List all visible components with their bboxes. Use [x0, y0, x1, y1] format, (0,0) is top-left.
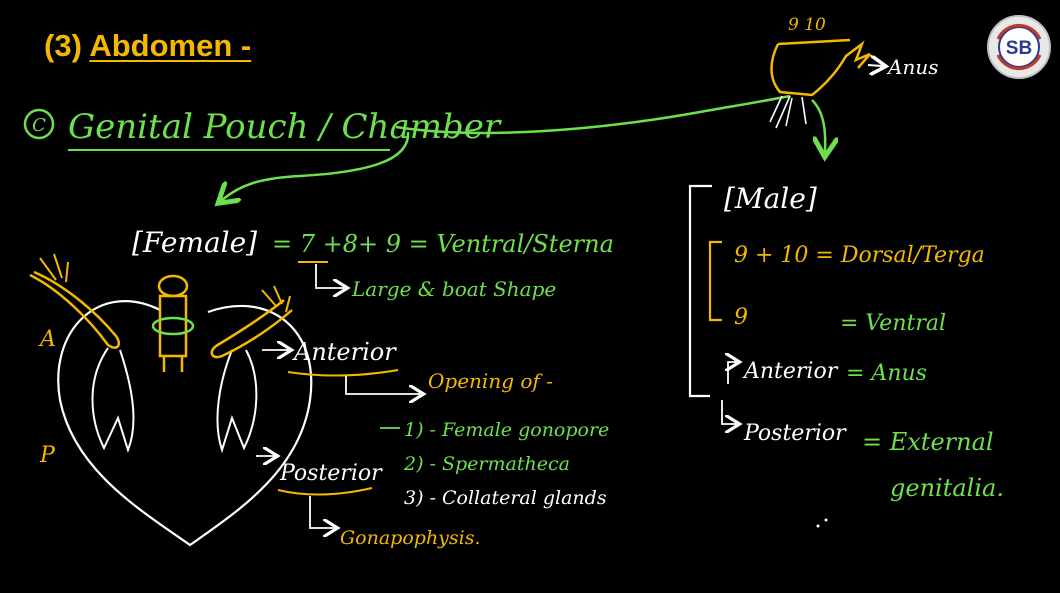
side-a-label: A — [38, 327, 56, 352]
abdomen-tip-sketch: 9 10 Anus — [769, 15, 938, 152]
section-marker: C — [32, 115, 46, 136]
opening-of-label: Opening of - — [428, 369, 553, 393]
gonapophysis-label: Gonapophysis. — [340, 527, 481, 549]
male-block: [Male] 9 + 10 = Dorsal/Terga 9 = Ventral… — [688, 182, 1004, 528]
heading-title: Abdomen - — [89, 28, 252, 63]
connector-to-male — [395, 94, 791, 135]
opening-1: 1) - Female gonopore — [404, 419, 609, 441]
female-anterior-posterior: Anterior Opening of - 1) - Female gonopo… — [256, 338, 609, 549]
male-posterior: Posterior — [743, 421, 847, 446]
male-ventral: = Ventral — [840, 311, 946, 336]
section-title: C Genital Pouch / Chamber — [23, 107, 502, 151]
female-posterior: Posterior — [279, 461, 383, 486]
anus-label: Anus — [886, 55, 938, 79]
logo-initials: SB — [1006, 38, 1032, 59]
male-anterior-value: = Anus — [846, 361, 927, 386]
female-block: [Female] = 7 +8+ 9 = Ventral/Sterna Larg… — [132, 226, 614, 301]
genital-chamber-sketch: A P — [29, 253, 313, 547]
section-marker-circle — [23, 108, 55, 140]
page-heading: (3) Abdomen - — [44, 28, 251, 64]
opening-3: 3) - Collateral glands — [404, 487, 607, 509]
sankalp-bharat-logo: SB — [987, 15, 1051, 79]
male-anterior: Anterior — [742, 359, 839, 384]
female-label: [Female] — [132, 226, 257, 259]
female-anterior: Anterior — [292, 338, 397, 366]
side-p-label: P — [39, 443, 56, 468]
female-note: Large & boat Shape — [351, 277, 556, 301]
section-title-text: Genital Pouch / Chamber — [68, 107, 502, 147]
opening-2: 2) - Spermatheca — [403, 453, 570, 475]
connector-to-female — [222, 131, 410, 200]
male-segments-label: 9 10 — [788, 15, 826, 35]
male-dorsal: 9 + 10 = Dorsal/Terga — [734, 243, 985, 268]
male-ventral-num: 9 — [734, 305, 748, 330]
heading-number: (3) — [44, 28, 82, 63]
male-label: [Male] — [724, 182, 817, 215]
female-equation: = 7 +8+ 9 = Ventral/Sterna — [272, 230, 614, 258]
